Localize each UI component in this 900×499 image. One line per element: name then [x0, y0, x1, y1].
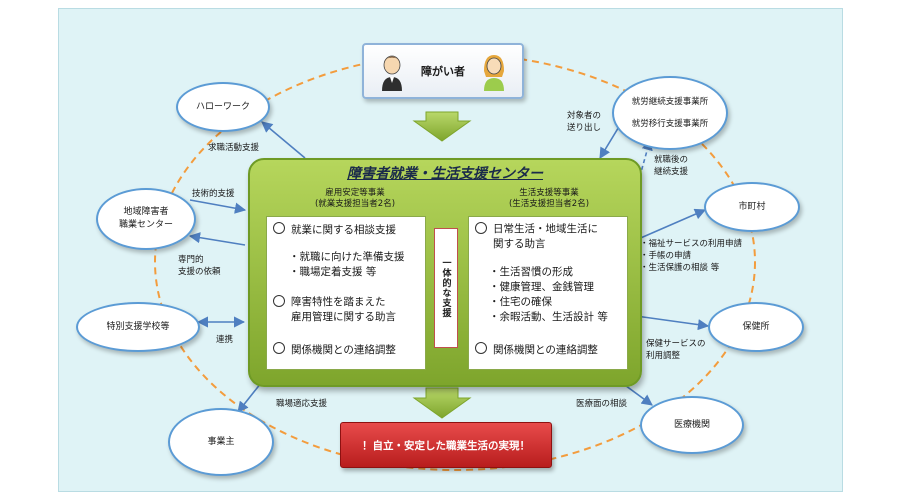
node-regional-center: 地域障害者 職業センター	[96, 188, 196, 250]
circle-bullet-icon	[475, 342, 487, 354]
big-arrow-down-top	[412, 111, 472, 142]
employment-project-title: 雇用安定等事業	[325, 188, 385, 198]
label-coordination: 連携	[216, 335, 234, 345]
integrated-support-bar: 一体的な支援	[434, 228, 458, 348]
label-workplace-adaptation: 職場適応支援	[276, 399, 328, 409]
goal-label: ！自立・安定した職業生活の実現！	[362, 439, 530, 452]
arrow-to-health-center	[635, 315, 710, 331]
node-health-center: 保健所	[708, 302, 804, 352]
arrow-to-municipality	[635, 208, 707, 241]
arrow-to-regional	[188, 232, 246, 246]
employment-item-3: 障害特性を踏まえた 雇用管理に関する助言	[273, 295, 396, 325]
label-technical-support: 技術的支援	[192, 189, 235, 199]
employment-staff-note: (就業支援担当者2名)	[314, 199, 396, 209]
employment-item-1: 就業に関する相談支援	[273, 222, 396, 238]
integrated-support-label: 一体的な支援	[440, 258, 451, 318]
center-title: 障害者就業・生活支援センター	[347, 166, 543, 182]
circle-bullet-icon	[273, 295, 285, 307]
life-item-2: ・生活習慣の形成 ・健康管理、金銭管理 ・住宅の確保 ・余暇活動、生活設計 等	[489, 266, 608, 323]
left-panel-heading: 雇用安定等事業 (就業支援担当者2名)	[280, 188, 430, 210]
life-support-panel: 日常生活・地域生活に 関する助言 ・生活習慣の形成 ・健康管理、金銭管理 ・住宅…	[468, 216, 628, 370]
goal-banner: ！自立・安定した職業生活の実現！	[340, 422, 552, 468]
node-employment-workplaces: 就労継続支援事業所 就労移行支援事業所	[612, 76, 728, 150]
circle-bullet-icon	[273, 342, 285, 354]
employment-support-panel: 就業に関する相談支援 ・就職に向けた準備支援 ・職場定着支援 等 障害特性を踏ま…	[266, 216, 426, 370]
man-icon	[382, 55, 402, 91]
circle-bullet-icon	[475, 222, 487, 234]
arrow-to-center-from-regional	[189, 199, 247, 214]
right-panel-heading: 生活支援等事業 (生活支援担当者2名)	[474, 188, 624, 210]
node-hellowork: ハローワーク	[176, 82, 270, 132]
persons-label: 障がい者	[421, 65, 465, 78]
label-post-employment-support: 就職後の 継続支援	[654, 155, 689, 177]
circle-bullet-icon	[273, 222, 285, 234]
label-job-search-support: 求職活動支援	[208, 143, 260, 153]
big-arrow-down-bottom	[412, 387, 472, 419]
woman-icon	[484, 55, 504, 91]
employment-item-4: 関係機関との連絡調整	[273, 342, 396, 358]
persons-with-disabilities-box: 障がい者	[362, 43, 524, 99]
life-staff-note: (生活支援担当者2名)	[508, 199, 590, 209]
arrow-from-workplaces	[599, 124, 621, 159]
node-municipality: 市町村	[704, 182, 800, 232]
life-item-3: 関係機関との連絡調整	[475, 342, 598, 358]
node-medical-institution: 医療機関	[640, 396, 744, 454]
life-project-title: 生活支援等事業	[519, 188, 579, 198]
label-medical-consultation: 医療面の相談	[576, 399, 628, 409]
label-referral: 対象者の 送り出し	[567, 111, 602, 133]
life-item-1: 日常生活・地域生活に 関する助言	[475, 222, 598, 252]
arrow-to-hellowork	[261, 121, 306, 159]
node-employer: 事業主	[168, 408, 274, 476]
label-municipal-services: ・福祉サービスの利用申請 ・手帳の申請 ・生活保護の相談 等	[640, 239, 743, 273]
node-special-school: 特別支援学校等	[76, 302, 200, 352]
label-health-services: 保健サービスの 利用調整	[646, 339, 706, 361]
label-specialist-request: 専門的 支援の依頼	[178, 255, 221, 277]
employment-item-2: ・就職に向けた準備支援 ・職場定着支援 等	[289, 251, 405, 278]
